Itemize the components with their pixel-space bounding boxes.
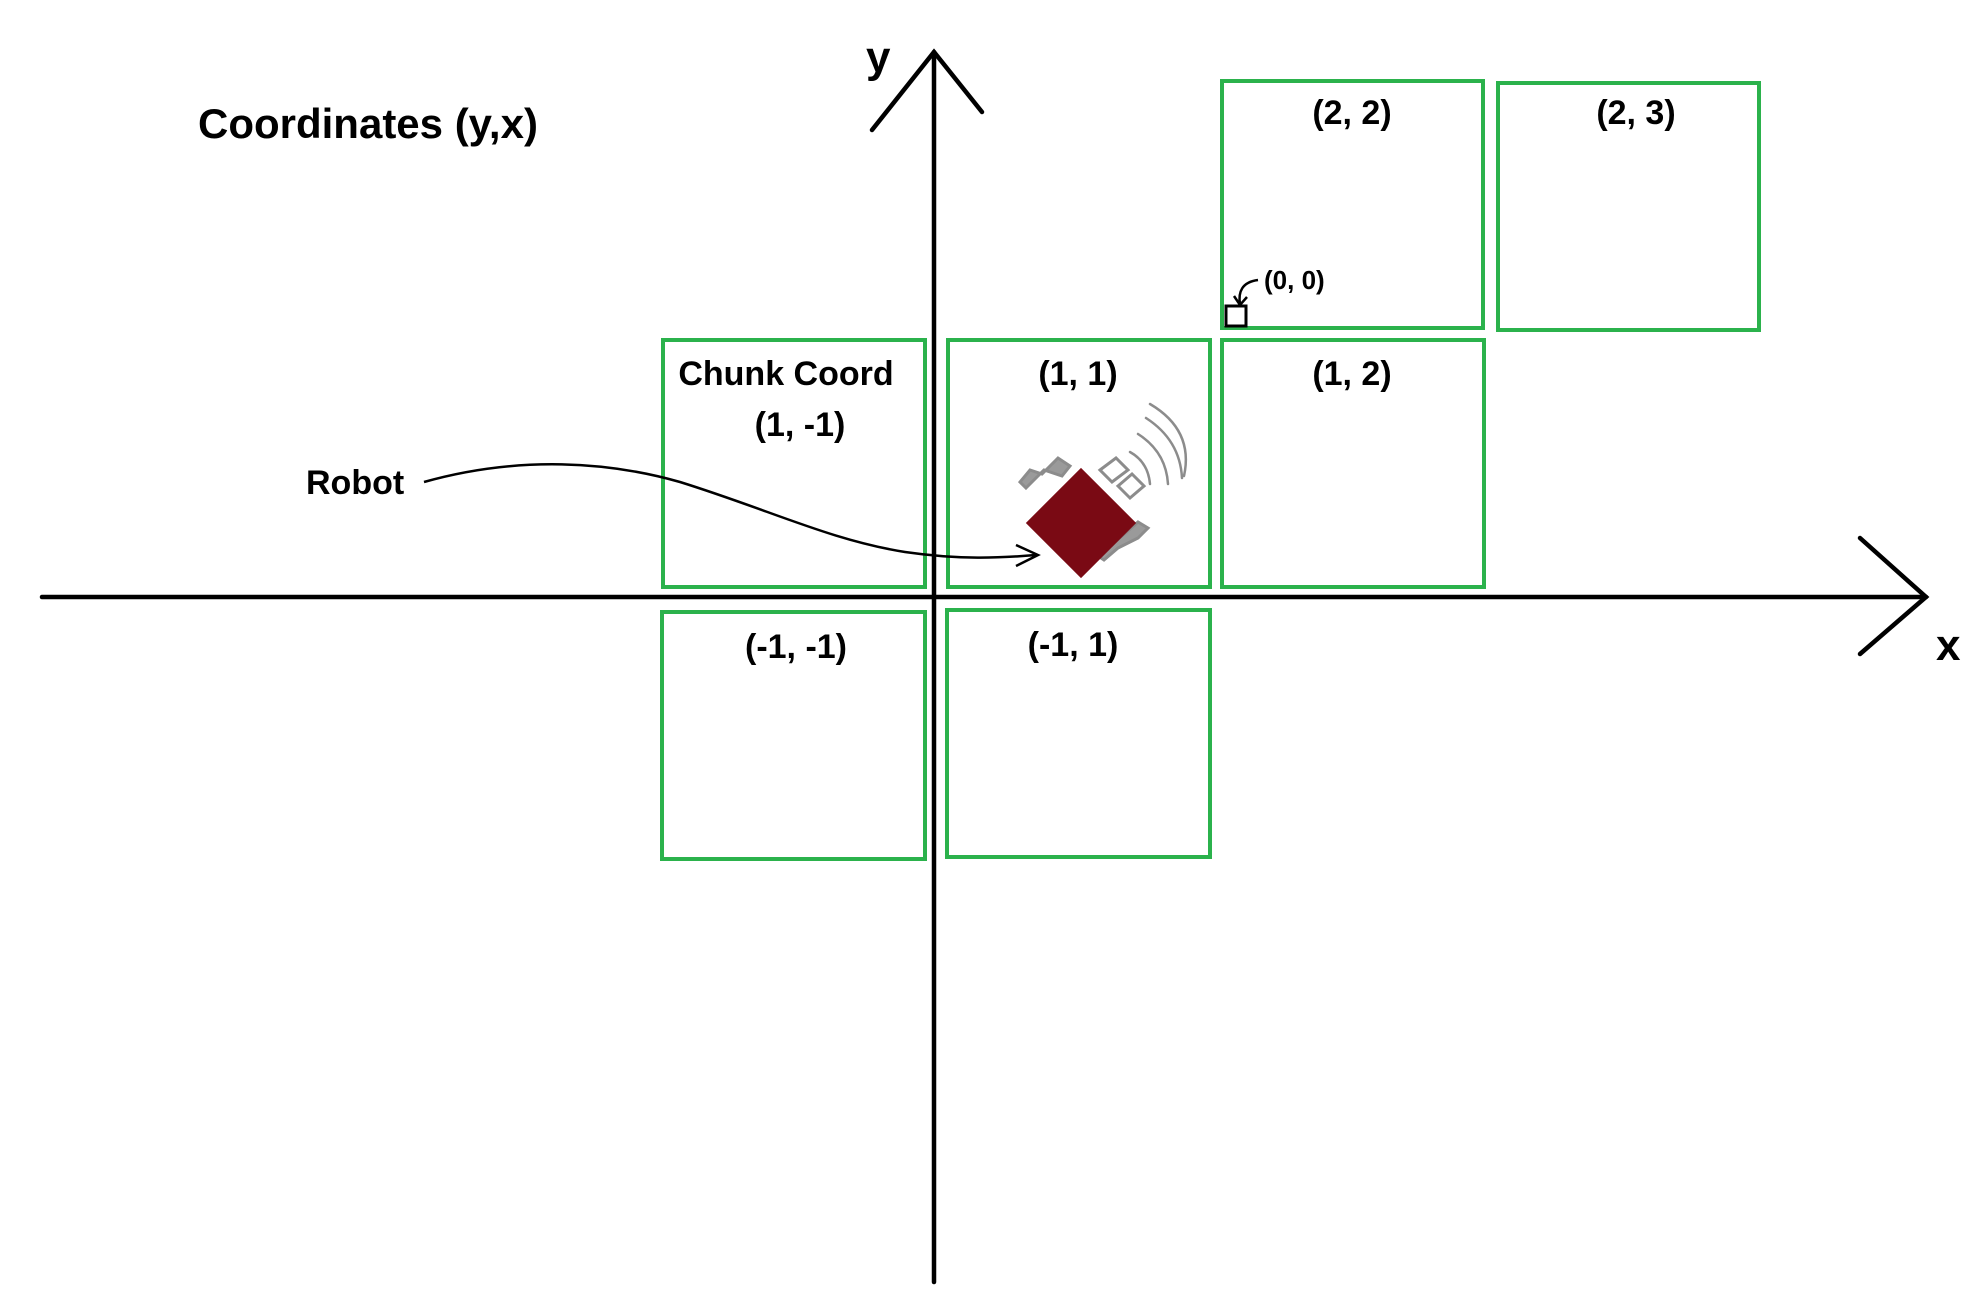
chunk-border bbox=[660, 610, 927, 861]
chunk-label: (-1, 1) bbox=[1028, 626, 1119, 664]
robot-label: Robot bbox=[306, 464, 404, 502]
robot bbox=[1017, 402, 1188, 579]
y-axis-label: y bbox=[866, 33, 891, 82]
chunk-minus1-minus1: (-1, -1) bbox=[660, 610, 927, 861]
chunk-border bbox=[946, 338, 1212, 589]
robot-signal-icon bbox=[1128, 402, 1188, 486]
y-axis: y bbox=[866, 33, 985, 1285]
chunk-1-minus1: Chunk Coord (1, -1) bbox=[661, 338, 927, 589]
x-axis-arrowhead bbox=[1857, 535, 1930, 657]
chunk-1-2: (1, 2) bbox=[1220, 338, 1486, 589]
robot-wheel-left bbox=[1017, 456, 1073, 491]
chunk-border bbox=[661, 338, 927, 589]
chunk-border bbox=[945, 608, 1212, 859]
signal-arc-2 bbox=[1136, 432, 1170, 486]
chunk-1-1: (1, 1) bbox=[946, 338, 1212, 589]
x-axis-label: x bbox=[1936, 621, 1961, 670]
chunk-2-3: (2, 3) bbox=[1496, 81, 1761, 332]
chunk-minus1-1: (-1, 1) bbox=[945, 608, 1212, 859]
signal-arc-3 bbox=[1144, 416, 1184, 480]
origin-pointer-head bbox=[1232, 295, 1248, 308]
chunk-border bbox=[1220, 338, 1486, 589]
robot-sensor-a bbox=[1097, 456, 1131, 484]
origin-label: (0, 0) bbox=[1264, 265, 1325, 295]
x-axis: x bbox=[39, 535, 1961, 670]
robot-parts bbox=[1017, 456, 1151, 562]
diagram-title: Coordinates (y,x) bbox=[198, 100, 538, 147]
chunk-border bbox=[1496, 81, 1761, 332]
chunk-label-line2: (1, -1) bbox=[755, 406, 846, 444]
robot-body bbox=[1025, 467, 1137, 579]
chunk-label: (1, 1) bbox=[1038, 355, 1117, 393]
chunk-label-line1: Chunk Coord bbox=[678, 355, 893, 393]
robot-sensor-b bbox=[1115, 471, 1147, 501]
chunk-label: (2, 3) bbox=[1596, 94, 1675, 132]
origin-pointer bbox=[1238, 278, 1259, 305]
signal-arc-4 bbox=[1148, 402, 1188, 478]
chunk-label: (1, 2) bbox=[1312, 355, 1391, 393]
origin-marker: (0, 0) bbox=[1224, 265, 1325, 328]
robot-pointer-arrow bbox=[423, 463, 1037, 559]
y-axis-arrowhead bbox=[869, 48, 985, 133]
chunk-label: (2, 2) bbox=[1312, 94, 1391, 132]
chunk-border bbox=[1220, 79, 1485, 330]
chunk-label: (-1, -1) bbox=[745, 628, 847, 666]
signal-arc-1 bbox=[1128, 450, 1152, 486]
robot-annotation: Robot bbox=[306, 463, 1041, 568]
chunk-2-2: (2, 2) bbox=[1220, 79, 1485, 330]
origin-square bbox=[1224, 304, 1248, 328]
robot-pointer-arrowhead bbox=[1015, 543, 1041, 568]
